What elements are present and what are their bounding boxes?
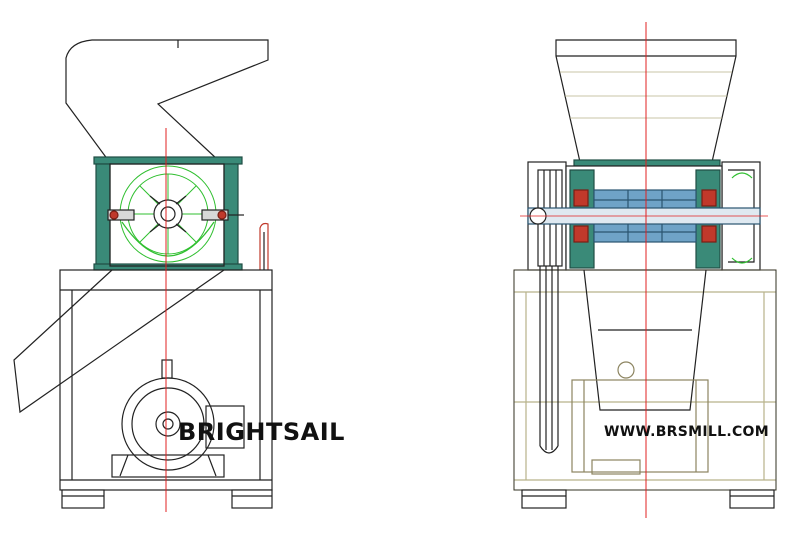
front-top-plate [573, 159, 721, 167]
side-bolts [107, 209, 244, 221]
chamber-top-plate [93, 156, 243, 165]
brand-watermark: BRIGHTSAIL [178, 418, 345, 446]
front-motor [571, 361, 709, 475]
front-view [513, 22, 777, 518]
foot-right [231, 489, 273, 509]
discharge-chute [13, 269, 225, 414]
chamber-bottom-plate [93, 263, 243, 271]
front-foot-right [729, 489, 775, 509]
rotor-hub [153, 199, 183, 229]
chamber-body [109, 163, 225, 267]
rotor-blades [149, 195, 187, 233]
drive-belts [539, 266, 559, 450]
feed-hopper [65, 39, 269, 161]
discharge-chute-front [583, 269, 707, 411]
power-cable [259, 222, 269, 270]
bearings [573, 189, 717, 243]
side-view [13, 39, 273, 512]
front-base-outline [513, 269, 777, 491]
front-foot-left [521, 489, 567, 509]
foot-left [61, 489, 105, 509]
rotor-shaft-end [160, 206, 176, 222]
website-watermark: WWW.BRSMILL.COM [604, 424, 769, 440]
electric-motor [111, 359, 245, 478]
